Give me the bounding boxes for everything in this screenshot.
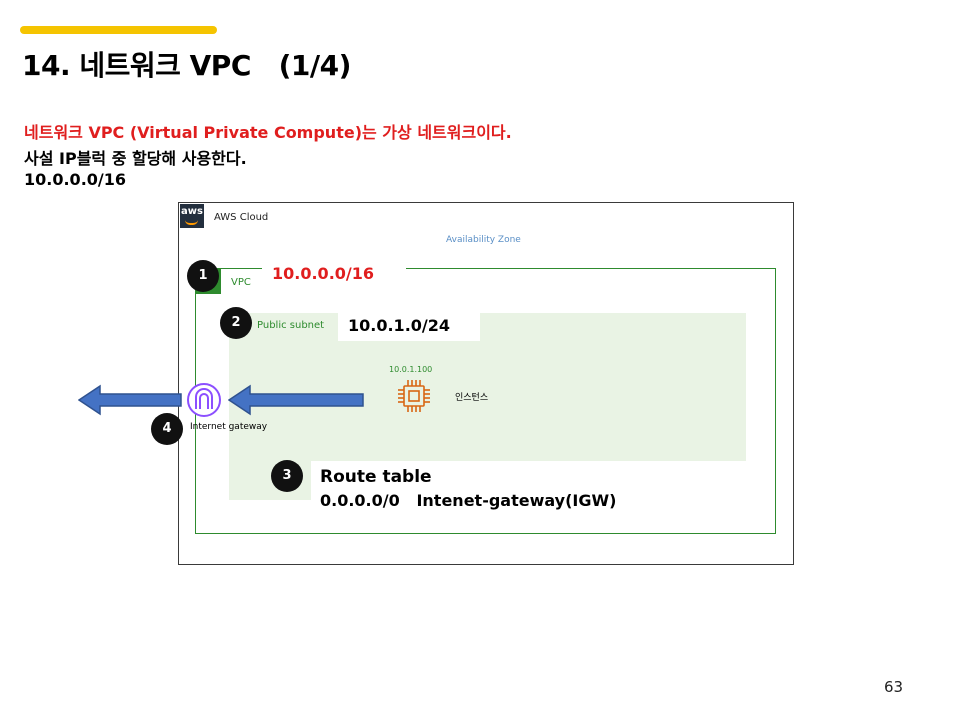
description-line-1: 네트워크 VPC (Virtual Private Compute)는 가상 네… [24,123,512,142]
instance-ip: 10.0.1.100 [389,365,433,374]
availability-zone-label: Availability Zone [446,235,521,245]
vpc-cidr: 10.0.0.0/16 [272,264,375,283]
arrow-left-icon [228,384,364,416]
aws-cloud-container [178,202,794,565]
route-table-entry: 0.0.0.0/0 Intenet-gateway(IGW) [320,491,617,510]
aws-logo-icon: aws [180,204,204,228]
aws-cloud-label: AWS Cloud [214,212,269,223]
step-badge-1: 1 [187,260,219,292]
chip-icon [398,380,430,412]
internet-gateway-icon [187,383,221,417]
page-number: 63 [884,678,904,696]
subnet-cidr-backdrop [338,313,480,341]
route-table-backdrop [311,461,639,521]
instance-label: 인스턴스 [455,393,489,403]
vpc-cidr-backdrop [262,259,406,289]
vpc-label: VPC [231,277,251,288]
arrow-left-icon [78,384,182,416]
public-subnet-container [229,313,746,461]
slide-title: 14. 네트워크 VPC (1/4) [22,49,351,82]
subnet-cidr: 10.0.1.0/24 [348,316,451,335]
internet-gateway-label: Internet gateway [190,422,268,432]
route-table-title: Route table [320,467,432,487]
step-badge-2: 2 [220,307,252,339]
description-line-2: 사설 IP블럭 중 할당해 사용한다. [24,149,247,168]
step-badge-3: 3 [271,460,303,492]
public-subnet-label: Public subnet [257,320,325,331]
title-accent-bar [20,26,217,34]
description-line-3: 10.0.0.0/16 [24,170,127,189]
step-badge-4: 4 [151,413,183,445]
